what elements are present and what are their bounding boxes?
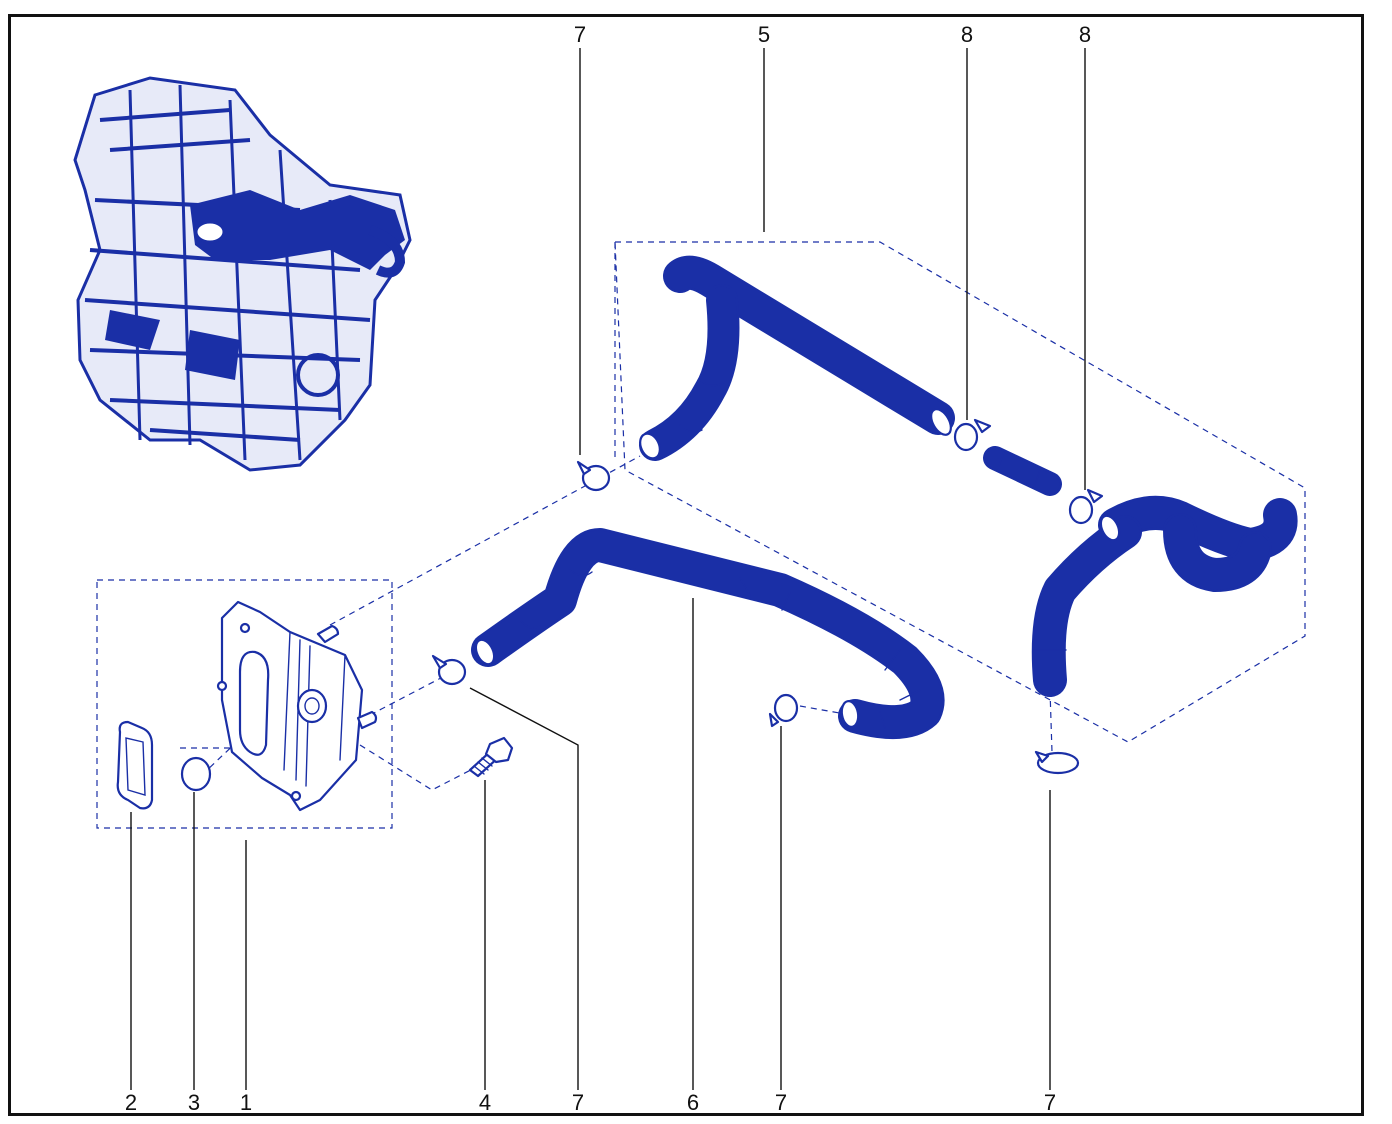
round-seal <box>180 756 212 792</box>
oil-cooler <box>216 600 378 812</box>
engine-thumbnail <box>73 76 412 472</box>
callout-2: 2 <box>125 1090 137 1115</box>
callout-labels: 7 5 8 8 2 3 1 4 7 6 7 7 <box>125 22 1091 1115</box>
screw-clamp-upper <box>953 418 992 452</box>
callout-7-bottom-a: 7 <box>572 1090 584 1115</box>
callout-7-top-left: 7 <box>574 22 586 47</box>
hose-clamp-lower-left <box>431 654 467 686</box>
callout-8-left: 8 <box>961 22 973 47</box>
o-ring-seal <box>116 720 154 810</box>
callout-5: 5 <box>758 22 770 47</box>
lower-coolant-hose <box>471 528 945 740</box>
callout-8-right: 8 <box>1079 22 1091 47</box>
right-coolant-hose <box>1031 495 1298 697</box>
leader-lines <box>130 48 1086 1090</box>
hose-clamp-upper-left <box>576 460 611 492</box>
callout-4: 4 <box>479 1090 491 1115</box>
callout-6: 6 <box>687 1090 699 1115</box>
connector-pipe <box>983 446 1062 496</box>
upper-coolant-hose <box>639 255 955 461</box>
callout-7-bottom-b: 7 <box>775 1090 787 1115</box>
callout-7-bottom-c: 7 <box>1044 1090 1056 1115</box>
screw-clamp-lower <box>1068 488 1104 525</box>
callout-3: 3 <box>188 1090 200 1115</box>
bolt <box>468 736 514 778</box>
hose-clamp-right <box>1034 750 1080 775</box>
callout-1: 1 <box>240 1090 252 1115</box>
hose-clamp-middle <box>768 693 799 728</box>
